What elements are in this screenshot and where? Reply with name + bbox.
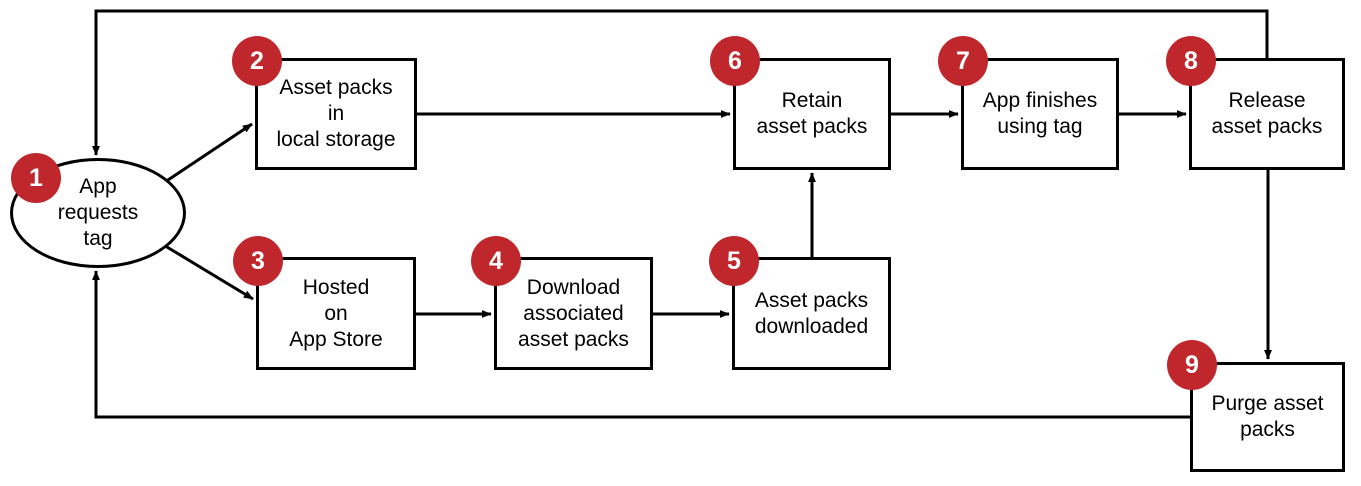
node-label-app-requests-tag: App requests tag — [57, 175, 139, 250]
step-badge-7: 7 — [938, 36, 988, 86]
node-label-asset-packs-downloaded: Asset packs downloaded — [754, 288, 869, 338]
node-download-associated-asset-packs[interactable]: Download associated asset packs — [494, 257, 653, 370]
node-label-app-finishes-using-tag: App finishes using tag — [982, 89, 1098, 138]
node-hosted-on-app-store[interactable]: Hosted on App Store — [256, 257, 416, 370]
connector-9-to-1 — [92, 270, 1190, 419]
connector-1-to-3 — [161, 242, 254, 301]
step-badge-4: 4 — [471, 236, 521, 286]
node-label-asset-packs-in-local-storage: Asset packs in local storage — [276, 76, 396, 151]
node-label-hosted-on-app-store: Hosted on App Store — [289, 275, 383, 351]
node-retain-asset-packs[interactable]: Retain asset packs — [733, 58, 891, 170]
step-badge-9: 9 — [1167, 340, 1217, 390]
node-asset-packs-downloaded[interactable]: Asset packs downloaded — [732, 257, 891, 370]
node-asset-packs-in-local-storage[interactable]: Asset packs in local storage — [255, 58, 417, 170]
connector-1-to-2 — [161, 122, 253, 186]
step-badge-3: 3 — [233, 236, 283, 286]
step-badge-1: 1 — [11, 153, 61, 203]
step-badge-5: 5 — [709, 236, 759, 286]
node-label-download-associated-asset-packs: Download associated asset packs — [518, 275, 629, 351]
node-purge-asset-packs[interactable]: Purge asset packs — [1190, 362, 1345, 472]
step-badge-2: 2 — [232, 36, 282, 86]
node-label-retain-asset-packs: Retain asset packs — [756, 89, 868, 138]
step-badge-6: 6 — [710, 36, 760, 86]
node-label-purge-asset-packs: Purge asset packs — [1211, 392, 1324, 441]
connector-8-to-1 — [92, 9, 1269, 156]
node-release-asset-packs[interactable]: Release asset packs — [1189, 58, 1345, 170]
node-app-finishes-using-tag[interactable]: App finishes using tag — [961, 58, 1119, 170]
step-badge-8: 8 — [1166, 36, 1216, 86]
node-label-release-asset-packs: Release asset packs — [1211, 89, 1323, 138]
